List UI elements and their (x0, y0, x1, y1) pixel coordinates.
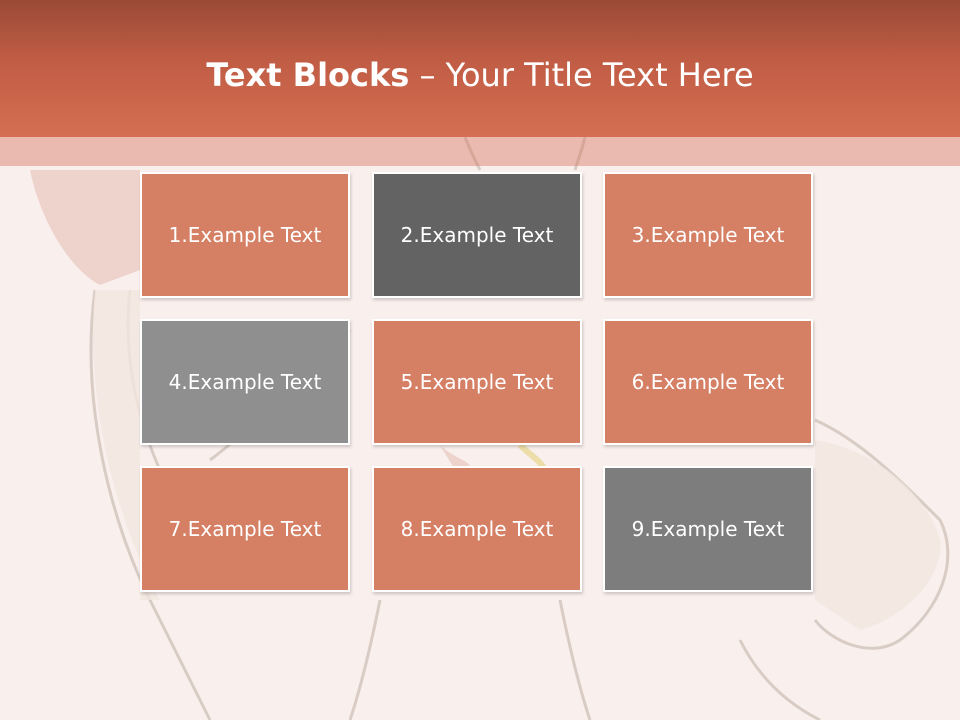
title-text: Your Title Text Here (445, 56, 754, 94)
text-block-1-label: 1.Example Text (168, 223, 322, 247)
text-block-5: 5.Example Text (372, 319, 582, 445)
text-block-9-label: 9.Example Text (631, 517, 785, 541)
text-block-2-label: 2.Example Text (400, 223, 554, 247)
title-separator: – (409, 56, 446, 94)
text-block-4-label: 4.Example Text (168, 370, 322, 394)
text-block-3-label: 3.Example Text (631, 223, 785, 247)
text-block-8-label: 8.Example Text (400, 517, 554, 541)
text-block-6-label: 6.Example Text (631, 370, 785, 394)
text-block-8: 8.Example Text (372, 466, 582, 592)
text-block-3: 3.Example Text (603, 172, 813, 298)
text-block-5-label: 5.Example Text (400, 370, 554, 394)
text-block-1: 1.Example Text (140, 172, 350, 298)
text-block-2: 2.Example Text (372, 172, 582, 298)
title-header (0, 0, 960, 137)
text-block-7: 7.Example Text (140, 466, 350, 592)
slide-title: Text Blocks – Your Title Text Here (0, 52, 960, 98)
text-block-4: 4.Example Text (140, 319, 350, 445)
title-bold: Text Blocks (206, 56, 410, 94)
text-block-7-label: 7.Example Text (168, 517, 322, 541)
text-block-9: 9.Example Text (603, 466, 813, 592)
header-band (0, 137, 960, 166)
text-block-6: 6.Example Text (603, 319, 813, 445)
